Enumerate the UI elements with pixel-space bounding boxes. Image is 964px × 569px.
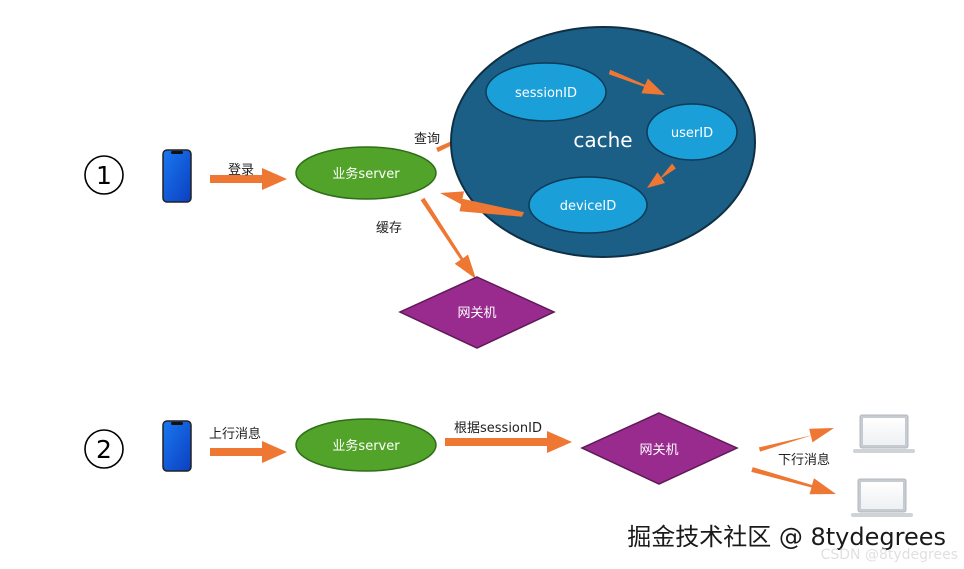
cache-store: cache sessionID userID deviceID <box>440 26 756 258</box>
uplink-arrow <box>210 441 287 463</box>
phone-icon <box>162 420 192 472</box>
gateway-node: 网关机 <box>580 412 739 485</box>
watermark-main: 掘金技术社区 @ 8tydegrees <box>627 523 946 551</box>
device-to-server-arrow <box>440 191 525 217</box>
downlink-arrow-bottom <box>751 467 836 495</box>
step-2: 2 上行消息 业务server 根据sessionID 网关机 下行消息 <box>84 412 915 517</box>
cache-save-label: 缓存 <box>376 221 402 236</box>
uplink-label: 上行消息 <box>209 426 261 442</box>
business-server-node: 业务server <box>295 418 437 472</box>
gateway-label: 网关机 <box>457 306 496 321</box>
device-id-label: deviceID <box>560 199 617 214</box>
route-arrow <box>445 431 572 453</box>
watermark-sub: CSDN @8tydegrees <box>821 547 958 563</box>
laptop-icon <box>851 478 913 517</box>
session-id-node: sessionID <box>485 62 607 122</box>
session-to-user-arrow <box>608 69 665 95</box>
route-label: 根据sessionID <box>454 421 542 436</box>
step-1: 1 登录 业务server 查询 缓存 网关机 <box>84 120 556 349</box>
device-id-node: deviceID <box>528 176 648 234</box>
laptop-icon <box>853 414 915 453</box>
downlink-arrow-top <box>758 428 834 452</box>
phone-icon <box>162 149 192 203</box>
gateway-label: 网关机 <box>639 443 678 458</box>
downlink-label: 下行消息 <box>778 452 830 468</box>
business-server-label: 业务server <box>332 166 400 182</box>
step-1-number: 1 <box>96 161 112 190</box>
gateway-node: 网关机 <box>398 276 556 349</box>
step-2-number-circle <box>84 429 124 469</box>
step-1-number-circle <box>84 155 124 195</box>
user-id-label: userID <box>671 126 713 141</box>
cache-save-arrow <box>420 197 476 279</box>
login-label: 登录 <box>228 163 254 178</box>
business-server-node: 业务server <box>295 146 437 200</box>
user-id-node: userID <box>646 103 738 161</box>
query-label: 查询 <box>414 132 440 147</box>
business-server-label: 业务server <box>332 438 400 454</box>
login-arrow <box>210 168 287 190</box>
session-id-label: sessionID <box>515 86 577 101</box>
user-to-device-arrow <box>647 163 676 188</box>
step-2-number: 2 <box>96 435 112 464</box>
cache-title: cache <box>573 128 632 152</box>
